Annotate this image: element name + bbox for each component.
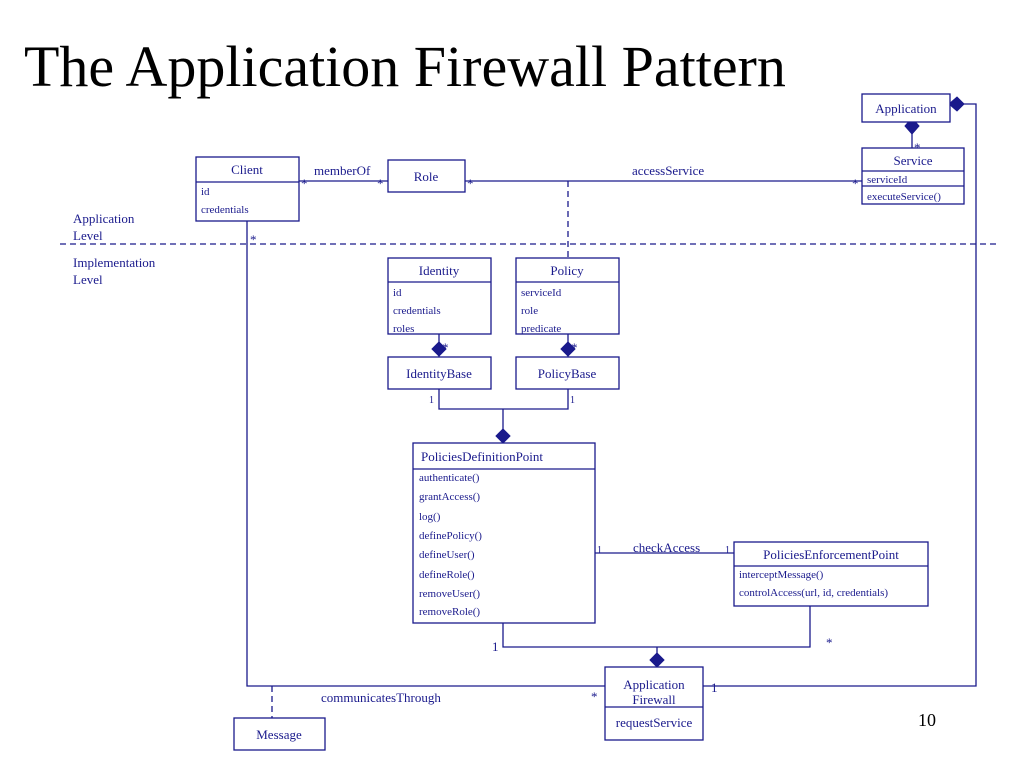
page-number: 10 <box>918 710 936 730</box>
class-firewall-name-1: Application <box>623 677 685 692</box>
pdp-diamond <box>495 428 511 444</box>
class-pdp-name: PoliciesDefinitionPoint <box>421 449 543 464</box>
mult-identitybase: 1 <box>429 395 434 406</box>
class-pdp-op-4: definePolicy() <box>419 530 482 542</box>
class-firewall-name-2: Firewall <box>632 692 676 707</box>
class-identity-attr-3: roles <box>393 323 414 335</box>
accessservice-label: accessService <box>632 163 704 178</box>
communicatesthrough-association <box>246 220 605 687</box>
class-service-name: Service <box>894 153 933 168</box>
class-policy-attr-3: predicate <box>521 323 561 335</box>
application-level-label-1: Application <box>73 211 135 226</box>
identitybase-diamond <box>431 341 447 357</box>
class-pdp-op-3: log() <box>419 511 441 523</box>
mult-pdp-firewall: 1 <box>492 639 499 654</box>
class-policy-name: Policy <box>550 263 584 278</box>
mult-client-level: * <box>250 232 257 247</box>
firewall-application-composition <box>703 103 977 687</box>
class-message: Message <box>233 717 326 751</box>
class-policy: Policy serviceId role predicate <box>515 257 620 335</box>
class-pdp-op-1: authenticate() <box>419 472 480 484</box>
class-identitybase-name: IdentityBase <box>406 366 472 381</box>
mult-policybase: 1 <box>570 395 575 406</box>
class-applicationfirewall: Application Firewall requestService <box>604 666 704 741</box>
class-application-name: Application <box>875 101 937 116</box>
mult-firewall-application: 1 <box>711 680 718 695</box>
class-pdp-op-5: defineUser() <box>419 549 475 561</box>
class-role-name: Role <box>414 169 439 184</box>
class-policybase: PolicyBase <box>515 356 620 390</box>
class-pep-name: PoliciesEnforcementPoint <box>763 547 899 562</box>
class-client-name: Client <box>231 162 263 177</box>
class-policybase-name: PolicyBase <box>538 366 597 381</box>
class-client-attr-1: id <box>201 186 210 198</box>
mult-policy: * <box>571 340 578 355</box>
class-client-attr-2: credentials <box>201 204 249 216</box>
mult-pdp-checkaccess: 1 <box>597 545 602 556</box>
class-policiesdefinitionpoint: PoliciesDefinitionPoint authenticate() g… <box>412 442 596 624</box>
implementation-level-label-2: Level <box>73 272 103 287</box>
class-identity: Identity id credentials roles <box>387 257 492 335</box>
class-pdp-op-2: grantAccess() <box>419 491 480 503</box>
mult-role-memberof: * <box>377 176 384 191</box>
class-pep-op-2: controlAccess(url, id, credentials) <box>739 587 888 599</box>
firewall-diamond <box>649 652 665 668</box>
mult-pep-checkaccess: 1 <box>725 545 730 556</box>
checkaccess-label: checkAccess <box>633 540 700 555</box>
class-policy-attr-2: role <box>521 305 538 317</box>
memberof-label: memberOf <box>314 163 371 178</box>
mult-service-accessservice: * <box>852 176 859 191</box>
class-identity-attr-1: id <box>393 287 402 299</box>
implementation-level-label-1: Implementation <box>73 255 156 270</box>
class-identity-attr-2: credentials <box>393 305 441 317</box>
class-pdp-op-7: removeUser() <box>419 588 480 600</box>
mult-identity: * <box>442 340 449 355</box>
class-service-attr-2: executeService() <box>867 191 941 203</box>
application-level-label-2: Level <box>73 228 103 243</box>
class-identitybase: IdentityBase <box>387 356 492 390</box>
application-right-diamond <box>948 96 965 112</box>
class-application: Application <box>861 93 951 123</box>
policybase-diamond <box>560 341 576 357</box>
class-policiesenforcementpoint: PoliciesEnforcementPoint interceptMessag… <box>733 541 929 607</box>
class-pep-op-1: interceptMessage() <box>739 569 824 581</box>
bases-pdp-composition <box>438 389 569 410</box>
mult-pep-firewall: * <box>826 635 833 650</box>
class-policy-attr-1: serviceId <box>521 287 562 299</box>
slide-title: The Application Firewall Pattern <box>24 34 786 99</box>
communicatesthrough-label: communicatesThrough <box>321 690 441 705</box>
mult-client-memberof: * <box>301 176 308 191</box>
class-pdp-op-8: removeRole() <box>419 606 480 618</box>
class-identity-name: Identity <box>419 263 460 278</box>
class-service-attr-1: serviceId <box>867 174 908 186</box>
class-firewall-op-1: requestService <box>616 715 693 730</box>
mult-client-firewall: * <box>591 689 598 704</box>
class-message-name: Message <box>256 727 302 742</box>
class-role: Role <box>387 159 466 193</box>
class-pdp-op-6: defineRole() <box>419 569 475 581</box>
class-client: Client id credentials <box>195 156 300 222</box>
class-service: Service serviceId executeService() <box>861 147 965 205</box>
mult-role-accessservice: * <box>467 176 474 191</box>
